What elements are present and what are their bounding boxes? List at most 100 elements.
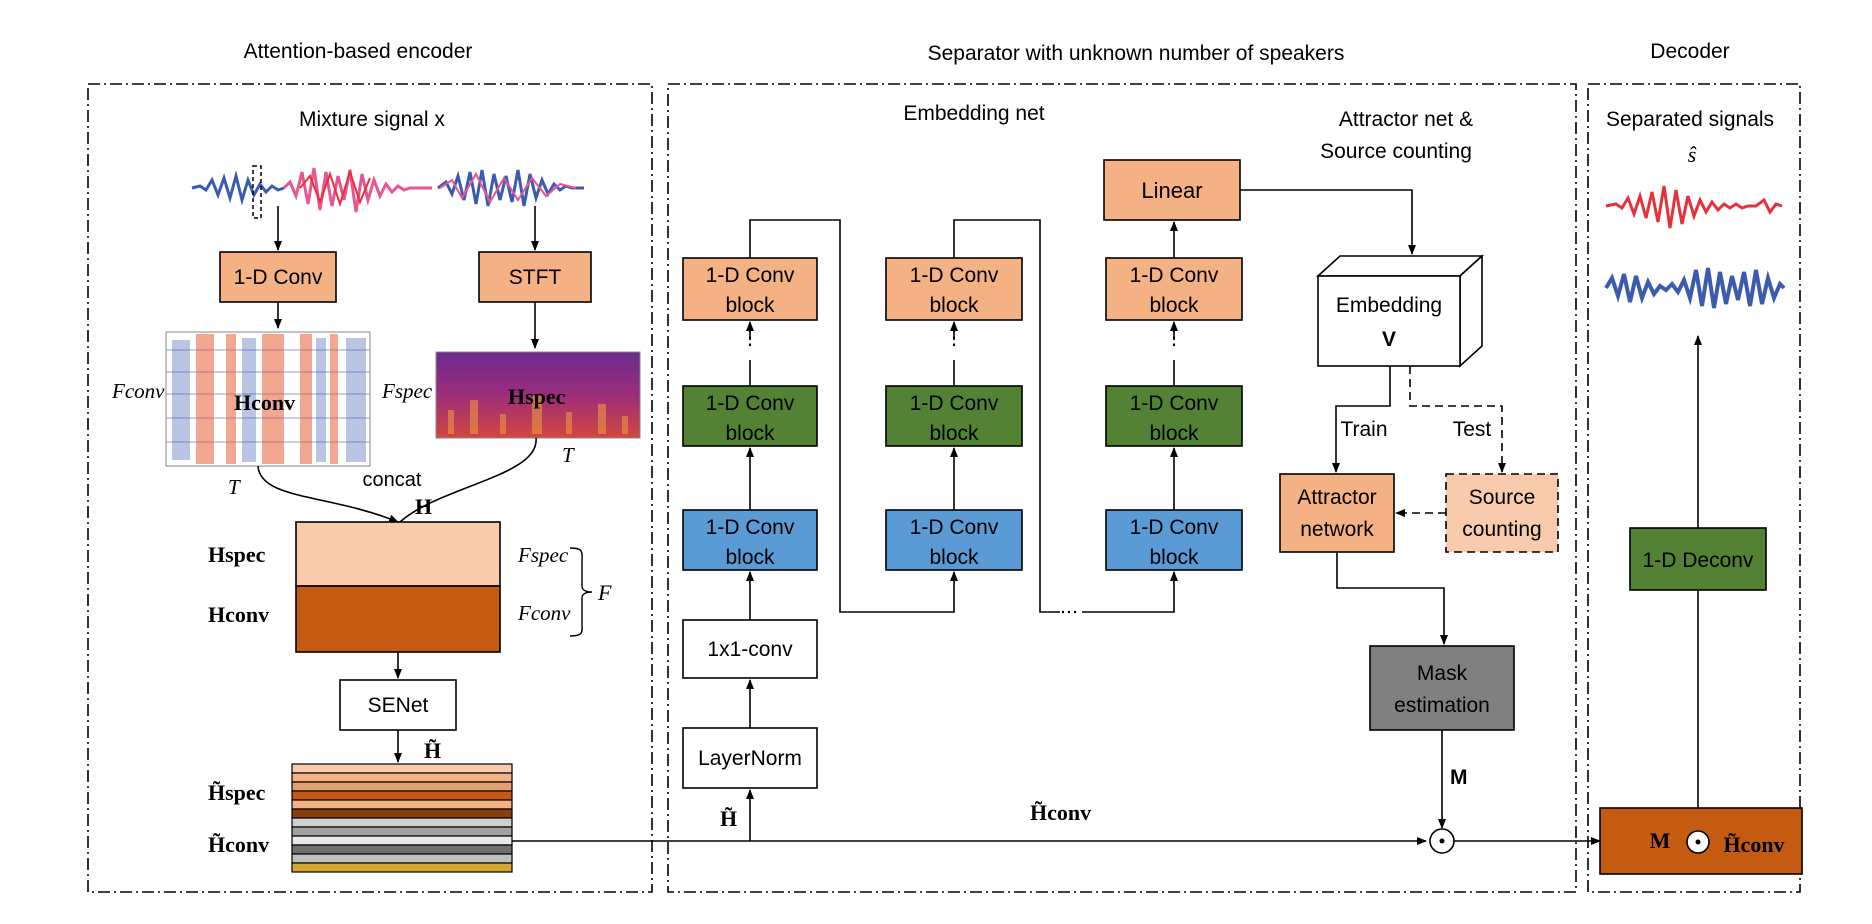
svg-text:H̃conv: H̃conv	[1723, 832, 1784, 857]
attractor-network-block: Attractor network	[1279, 473, 1395, 553]
s-hat-label: ŝ	[1688, 142, 1697, 167]
stack-h-conv-label: Hconv	[208, 602, 269, 627]
col2-salmon-block: 1-D Conv block	[885, 257, 1023, 321]
stack-f-spec-label: Fspec	[517, 543, 569, 567]
col3-entry-connector	[1082, 571, 1178, 613]
svg-text:counting: counting	[1462, 518, 1541, 541]
svg-text:estimation: estimation	[1394, 694, 1490, 717]
conv-1d-block: 1-D Conv	[219, 251, 337, 303]
svg-text:V: V	[1382, 328, 1396, 351]
concat-label: concat	[363, 469, 422, 491]
h-tilde-spec-label: H̃spec	[208, 780, 266, 805]
f-brace	[569, 547, 593, 637]
attractor-net-title: Attractor net &	[1339, 108, 1473, 131]
f-spec-label: Fspec	[381, 379, 433, 403]
svg-text:Embedding: Embedding	[1336, 294, 1442, 317]
svg-text:1-D Conv: 1-D Conv	[706, 516, 795, 539]
h-tilde-conv-label: H̃conv	[208, 832, 269, 857]
h-tilde-input-label: H̃	[720, 806, 737, 831]
train-path	[1332, 366, 1391, 473]
h-label: H	[415, 494, 432, 519]
svg-text:block: block	[1149, 422, 1199, 445]
col1-to-col2-connector	[749, 219, 958, 613]
embedding-net-label: Embedding net	[903, 102, 1044, 125]
svg-text:1-D Conv: 1-D Conv	[910, 264, 999, 287]
svg-text:Mask: Mask	[1417, 662, 1468, 685]
separated-signals-label: Separated signals	[1606, 108, 1774, 131]
h-tilde-label: H̃	[424, 738, 441, 763]
stack-h-spec-label: Hspec	[208, 542, 266, 567]
col3-blue-block: 1-D Conv block	[1105, 509, 1243, 571]
h-spec-label: Hspec	[508, 384, 566, 409]
svg-text:block: block	[725, 546, 775, 569]
svg-text:1x1-conv: 1x1-conv	[707, 638, 793, 661]
svg-text:Source: Source	[1469, 486, 1536, 509]
svg-text:block: block	[725, 294, 775, 317]
decoder-frame	[1587, 83, 1801, 893]
senet-block: SENet	[339, 679, 457, 731]
hspec-feature-map	[435, 351, 641, 439]
layernorm-block: LayerNorm	[682, 727, 818, 789]
svg-text:LayerNorm: LayerNorm	[698, 747, 802, 770]
h-tilde-conv-line-label: H̃conv	[1030, 800, 1091, 825]
pointconv-block: 1x1-conv	[682, 619, 818, 679]
col3-salmon-block: 1-D Conv block	[1105, 257, 1243, 321]
svg-text:SENet: SENet	[368, 694, 429, 717]
svg-text:1-D Deconv: 1-D Deconv	[1643, 549, 1754, 572]
deconv-block: 1-D Deconv	[1629, 527, 1767, 591]
col2-to-col3-connector	[953, 219, 1060, 613]
col1-salmon-block: 1-D Conv block	[682, 257, 818, 321]
h-stack	[295, 521, 501, 653]
mixture-waveform	[191, 165, 584, 219]
separated-waveform-red	[1605, 185, 1783, 229]
stft-block: STFT	[478, 251, 592, 303]
train-label: Train	[1340, 418, 1387, 441]
test-label: Test	[1453, 418, 1492, 441]
svg-text:1-D Conv: 1-D Conv	[1130, 392, 1219, 415]
decoder-title: Decoder	[1650, 40, 1729, 63]
source-counting-title: Source counting	[1320, 140, 1472, 163]
attractor-to-mask	[1336, 552, 1448, 645]
mixture-signal-label: Mixture signal x	[299, 108, 445, 131]
svg-text:1-D Conv: 1-D Conv	[910, 516, 999, 539]
mask-estimation-block: Mask estimation	[1369, 645, 1515, 731]
embedding-box: Embedding V	[1315, 254, 1485, 368]
col1-green-block: 1-D Conv block	[682, 385, 818, 447]
separator-title: Separator with unknown number of speaker…	[928, 42, 1345, 65]
col2-blue-block: 1-D Conv block	[885, 509, 1023, 571]
encoder-frame	[87, 83, 653, 893]
svg-text:1-D Conv: 1-D Conv	[234, 266, 323, 289]
svg-text:block: block	[1149, 294, 1199, 317]
encoder-title: Attention-based encoder	[244, 40, 473, 63]
concat-curve-left	[257, 465, 399, 523]
svg-text:block: block	[725, 422, 775, 445]
svg-text:M: M	[1650, 828, 1671, 853]
svg-text:1-D Conv: 1-D Conv	[910, 392, 999, 415]
svg-text:1-D Conv: 1-D Conv	[1130, 264, 1219, 287]
svg-text:block: block	[929, 422, 979, 445]
svg-text:network: network	[1300, 518, 1374, 541]
f-conv-label: Fconv	[111, 379, 165, 403]
concat-curve-right	[399, 437, 537, 523]
f-label: F	[597, 580, 612, 605]
svg-text:1-D Conv: 1-D Conv	[1130, 516, 1219, 539]
m-label: M	[1450, 766, 1468, 789]
h-conv-label: Hconv	[234, 390, 295, 415]
svg-text:block: block	[929, 294, 979, 317]
svg-text:Linear: Linear	[1141, 178, 1202, 203]
svg-text:Attractor: Attractor	[1297, 486, 1376, 509]
svg-text:1-D Conv: 1-D Conv	[706, 264, 795, 287]
stack-f-conv-label: Fconv	[517, 601, 571, 625]
t-left-label: T	[228, 475, 241, 499]
linear-to-embedding	[1240, 189, 1416, 255]
separated-waveform-blue	[1604, 267, 1786, 309]
odot-operator	[1429, 828, 1455, 854]
h-tilde-stack	[291, 763, 513, 873]
source-counting-block: Source counting	[1445, 473, 1559, 553]
test-path	[1409, 366, 1506, 473]
svg-text:block: block	[929, 546, 979, 569]
linear-block: Linear	[1103, 159, 1241, 221]
svg-text:block: block	[1149, 546, 1199, 569]
masked-product-block: M H̃conv	[1599, 807, 1803, 875]
